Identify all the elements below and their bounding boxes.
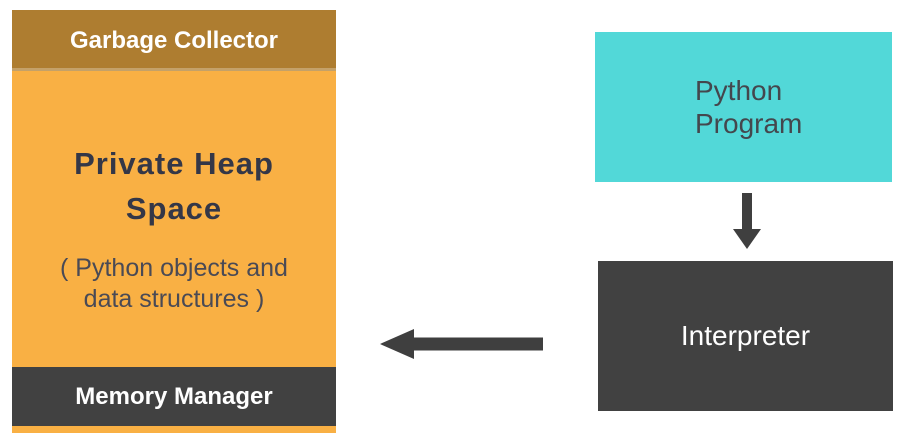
garbage-collector-label: Garbage Collector [69, 26, 279, 54]
private-heap-caption-line1: ( Python objects and [60, 254, 288, 282]
private-heap-title: Private Heap Space [12, 141, 336, 231]
memory-manager-bar: Memory Manager [12, 367, 336, 426]
private-heap-block: Garbage Collector Private Heap Space ( P… [12, 10, 336, 433]
garbage-collector-header: Garbage Collector [12, 10, 336, 71]
python-program-label-line1: Python [695, 75, 783, 106]
python-program-label-line2: Program [695, 108, 803, 139]
private-heap-title-line2: Space [125, 191, 223, 226]
python-program-label: Python Program [695, 74, 802, 140]
python-program-box: Python Program [595, 32, 892, 182]
private-heap-caption: ( Python objects and data structures ) [12, 253, 336, 315]
interpreter-box: Interpreter [598, 261, 893, 411]
private-heap-title-line1: Private Heap [74, 146, 274, 181]
interpreter-label: Interpreter [680, 320, 811, 351]
memory-manager-label: Memory Manager [75, 382, 273, 410]
private-heap-caption-line2: data structures ) [83, 285, 265, 313]
arrow-down-icon [733, 193, 761, 249]
private-heap-body: Private Heap Space ( Python objects and … [12, 71, 336, 367]
arrow-left-icon [380, 329, 543, 359]
